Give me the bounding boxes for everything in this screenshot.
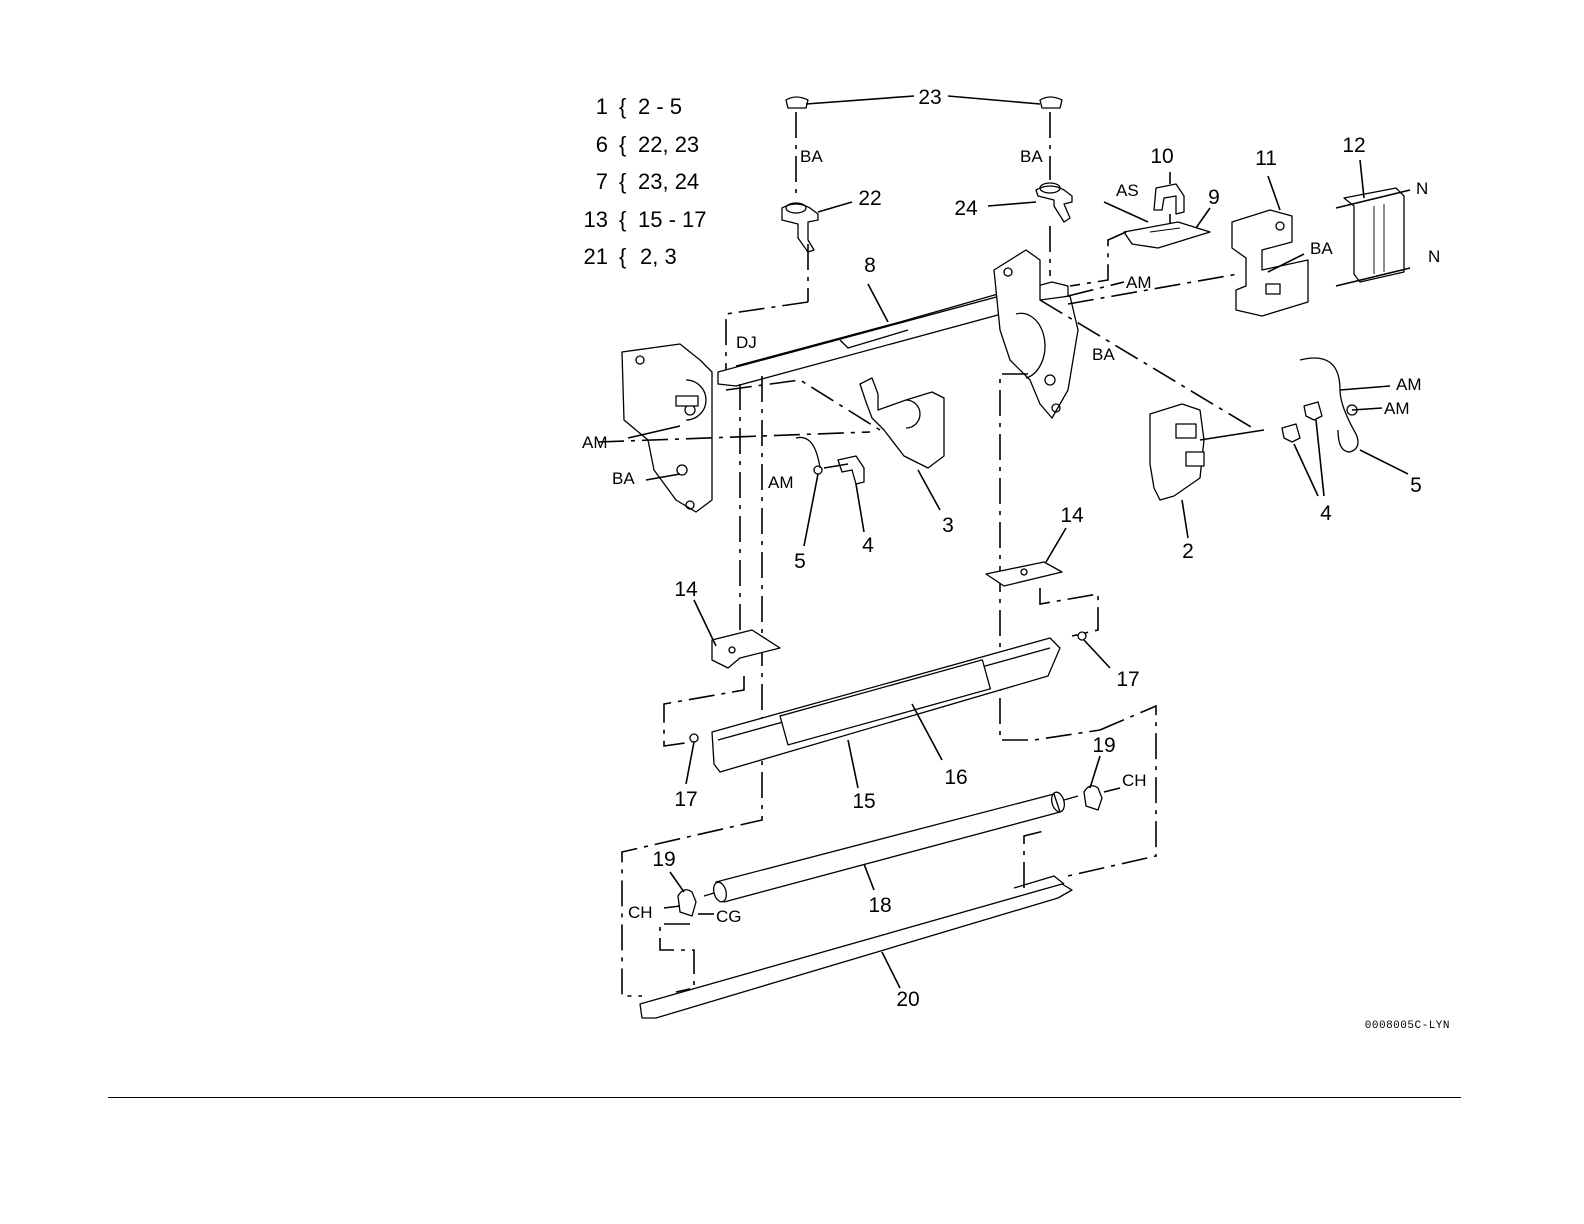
legend-parts-7: 23, 24: [638, 169, 699, 194]
code-am-left: AM: [582, 433, 608, 452]
part-10-clip: [1154, 172, 1184, 224]
callout-4-right: 4: [1320, 502, 1332, 525]
callout-3: 3: [942, 514, 954, 537]
callout-2: 2: [1182, 540, 1194, 563]
code-ba-22: BA: [800, 147, 823, 166]
part-12-bracket: [1336, 160, 1410, 286]
part-14-bracket-left: [694, 600, 780, 668]
callout-16: 16: [944, 766, 967, 789]
figure-id: 0008005C-LYN: [1365, 1020, 1450, 1032]
legend-brace-13: {: [619, 207, 626, 232]
callout-14-left: 14: [674, 578, 698, 601]
code-ba-24: BA: [1020, 147, 1043, 166]
callout-19-left: 19: [652, 848, 675, 871]
left-side-plate: [622, 344, 712, 512]
legend-brace-1: {: [619, 94, 626, 119]
part-3-bracket: [860, 378, 944, 510]
callout-24: 24: [954, 197, 978, 220]
legend-assembly-13: 13: [584, 207, 608, 232]
code-am-right-top: AM: [1396, 375, 1422, 394]
part-22-bracket: [782, 202, 852, 252]
part-17-spring-left: [686, 734, 698, 784]
part-19-bearing-right: [1084, 756, 1120, 810]
legend-assembly-1: 1: [596, 94, 608, 119]
right-side-plate: [994, 250, 1078, 418]
part-24-bracket: [988, 183, 1072, 222]
callout-17-left: 17: [674, 788, 697, 811]
code-ch-left: CH: [628, 903, 653, 922]
callout-23: 23: [918, 86, 941, 109]
legend-parts-6: 22, 23: [638, 132, 699, 157]
callout-12: 12: [1342, 134, 1365, 157]
code-n-bottom: N: [1428, 247, 1440, 266]
legend-parts-1: 2 - 5: [638, 94, 682, 119]
part-18-roller: [704, 791, 1078, 903]
code-ba-11: BA: [1310, 239, 1333, 258]
part-20-rail: [640, 876, 1072, 1018]
callout-8: 8: [864, 254, 876, 277]
callout-14-right: 14: [1060, 504, 1084, 527]
legend-brace-7: {: [619, 169, 626, 194]
code-am-clip: AM: [768, 473, 794, 492]
code-as: AS: [1116, 181, 1139, 200]
part-19-bearing-left: [664, 872, 714, 916]
connection-lines: [598, 226, 1256, 996]
code-n-top: N: [1416, 179, 1428, 198]
callout-10: 10: [1150, 145, 1173, 168]
callout-19-right: 19: [1092, 734, 1115, 757]
part-4-clip-left: [824, 456, 864, 532]
part-11-bracket: [1232, 176, 1308, 316]
part-15-blade-assembly: [712, 638, 1060, 788]
callout-5-left: 5: [794, 550, 806, 573]
part-5-wire-left: [796, 437, 822, 546]
legend-parts-13: 15 - 17: [638, 207, 707, 232]
part-17-spring-right: [1078, 632, 1110, 668]
legend-brace-21: {: [619, 244, 626, 269]
legend-assembly-6: 6: [596, 132, 608, 157]
legend-assembly-21: 21: [584, 244, 608, 269]
code-am-right-bottom: AM: [1384, 399, 1410, 418]
assembly-legend: 1 { 2 - 5 6 { 22, 23 7 { 23, 24 13 { 15 …: [584, 94, 707, 269]
code-ba-frame: BA: [1092, 345, 1115, 364]
callout-5-right: 5: [1410, 474, 1422, 497]
legend-assembly-7: 7: [596, 169, 608, 194]
legend-parts-21: 2, 3: [640, 244, 677, 269]
code-cg: CG: [716, 907, 742, 926]
callout-9: 9: [1208, 186, 1220, 209]
callout-22: 22: [858, 187, 881, 210]
callout-17-right: 17: [1116, 668, 1139, 691]
callout-4-left: 4: [862, 534, 874, 557]
callout-20: 20: [896, 988, 919, 1011]
callout-15: 15: [852, 790, 875, 813]
part-4-clips-right: [1282, 402, 1324, 496]
part-14-bracket-right: [986, 528, 1066, 586]
code-ch-right: CH: [1122, 771, 1147, 790]
callout-11: 11: [1255, 147, 1277, 170]
code-am-frame: AM: [1126, 273, 1152, 292]
callout-18: 18: [868, 894, 891, 917]
footer-rule: [108, 1097, 1461, 1098]
legend-brace-6: {: [619, 132, 626, 157]
code-ba-left: BA: [612, 469, 635, 488]
code-dj: DJ: [736, 333, 757, 352]
